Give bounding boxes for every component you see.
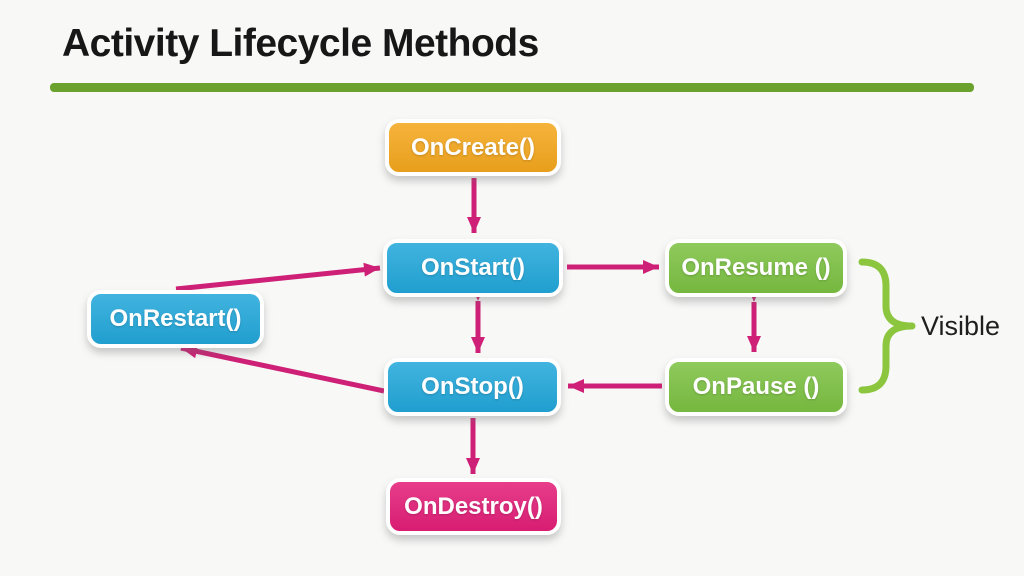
node-onstop-label: OnStop() xyxy=(421,373,524,400)
node-oncreate-label: OnCreate() xyxy=(410,133,536,161)
node-onrestart: OnRestart() xyxy=(87,290,264,348)
node-ondestroy-label: OnDestroy() xyxy=(404,492,543,520)
node-onrestart-label: OnRestart() xyxy=(109,305,242,332)
node-onresume-label: OnResume () xyxy=(681,254,831,281)
node-onstart-label: OnStart() xyxy=(421,254,525,281)
node-ondestroy: OnDestroy() xyxy=(386,478,561,535)
visible-bracket xyxy=(858,258,916,394)
arrow-onrestart-to-onstart xyxy=(175,262,381,292)
node-onpause-label: OnPause () xyxy=(692,373,820,400)
title-underline xyxy=(50,83,974,92)
node-onpause: OnPause () xyxy=(665,358,847,416)
arrow-onstop-to-onrestart xyxy=(180,344,385,394)
node-onresume: OnResume () xyxy=(665,239,847,297)
node-oncreate: OnCreate() xyxy=(385,119,561,176)
page-title: Activity Lifecycle Methods xyxy=(62,22,539,65)
visible-annotation-label: Visible xyxy=(921,311,1001,341)
node-onstart: OnStart() xyxy=(383,239,563,297)
node-onstop: OnStop() xyxy=(384,358,561,416)
